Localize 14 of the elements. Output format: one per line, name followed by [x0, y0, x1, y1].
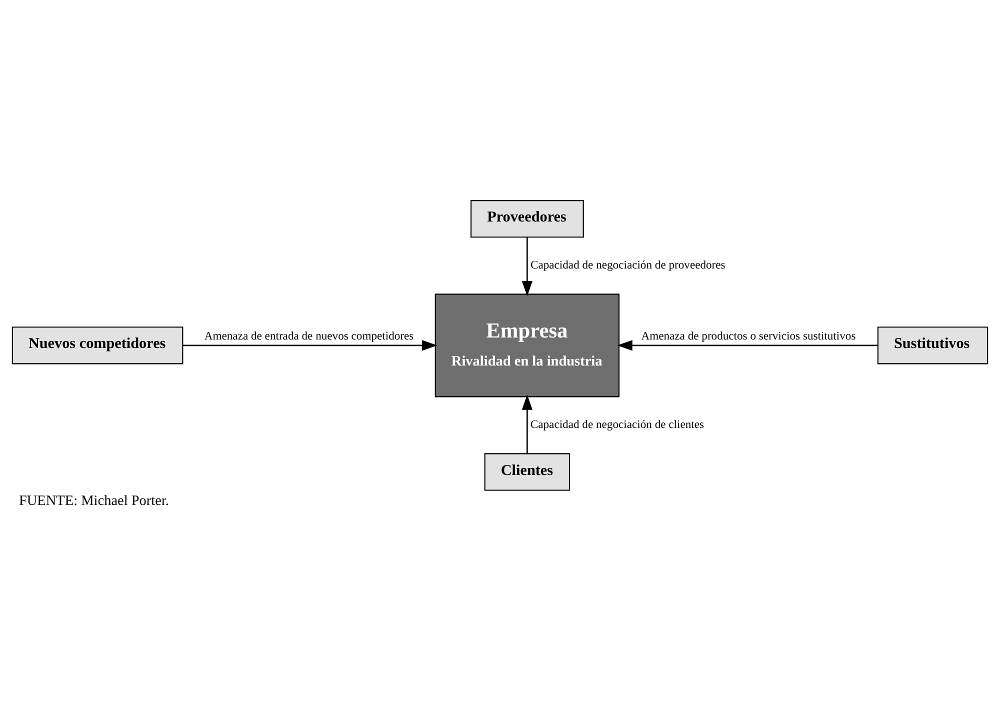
- arrow: [522, 236, 532, 296]
- edge-label: Amenaza de productos o servicios sustitutivos: [641, 329, 856, 342]
- node-box: Empresa Rivalidad en la industria: [434, 293, 620, 397]
- node-box: Proveedores: [470, 200, 584, 238]
- arrow: [617, 340, 878, 350]
- node-box: Clientes: [484, 452, 570, 490]
- edge-label: Capacidad de negociación de clientes: [530, 418, 704, 431]
- node-box: Sustitutivos: [877, 326, 988, 364]
- arrow: [522, 394, 532, 454]
- edge-label: Amenaza de entrada de nuevos competidores: [204, 329, 414, 342]
- caption: FUENTE: Michael Porter.: [18, 492, 169, 509]
- node-box: Nuevos competidores: [12, 326, 184, 364]
- arrow: [182, 340, 438, 350]
- edge-label: Capacidad de negociación de proveedores: [530, 258, 726, 272]
